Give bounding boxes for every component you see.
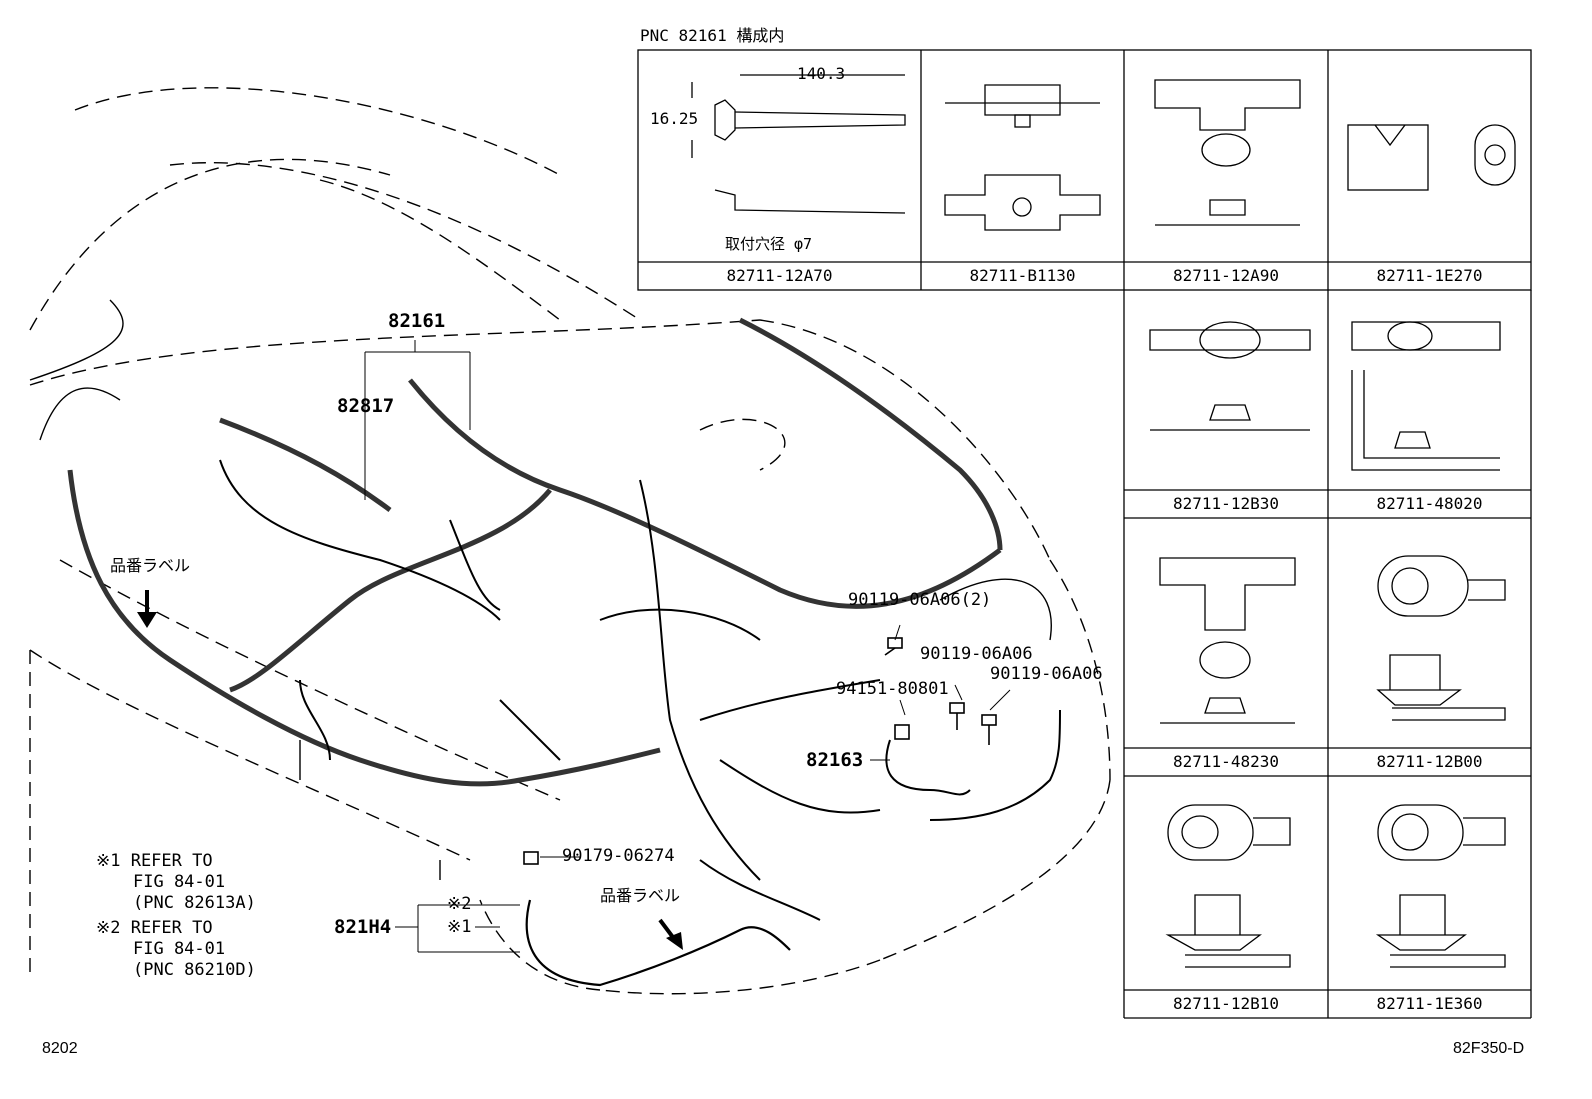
part-number: 82711-12B10 — [1173, 994, 1279, 1013]
callout-82817: 82817 — [337, 395, 395, 417]
illustration-id: 82F350-D — [1453, 1040, 1525, 1057]
vehicle-body-edges — [29, 299, 1052, 880]
part-number: 82711-12A90 — [1173, 266, 1279, 285]
mount-hole-note: 取付穴径 φ7 — [725, 235, 813, 253]
callout-82161: 82161 — [388, 310, 446, 332]
callout-nut-2: 90179-06274 — [562, 846, 675, 866]
part-number: 82711-48020 — [1376, 494, 1483, 513]
leader-lines — [364, 340, 1011, 953]
pnc-note: PNC 82161 構成内 — [640, 26, 785, 45]
clip-48020-drawing — [1351, 321, 1501, 471]
callout-bolt-3: 90119-06A06 — [990, 664, 1103, 684]
callout-bolt-1: 90119-06A06(2) — [848, 590, 992, 610]
part-number: 82711-12B30 — [1173, 494, 1279, 513]
part-number: 82711-48230 — [1173, 752, 1279, 771]
clip-12B00-drawing — [1376, 555, 1506, 721]
note-2-line-1: ※2 REFER TO — [96, 918, 213, 938]
clip-12B30-drawing — [1149, 321, 1311, 431]
note-1-line-2: FIG 84-01 — [133, 872, 226, 892]
clip-table-grid — [637, 49, 1532, 1019]
clip-12A90-drawing — [1154, 79, 1301, 226]
fasteners — [523, 637, 997, 865]
note-2-line-3: (PNC 86210D) — [133, 960, 256, 980]
callout-82163: 82163 — [806, 749, 864, 771]
dimension-width: 16.25 — [650, 109, 699, 128]
dimension-length: 140.3 — [797, 64, 846, 83]
clip-B1130-drawing — [944, 84, 1101, 231]
callout-821H4: 821H4 — [334, 916, 392, 938]
clip-1E270-drawing — [1347, 124, 1516, 191]
clip-1E360-drawing — [1375, 804, 1506, 968]
harness-82163 — [885, 739, 971, 796]
figure-number: 8202 — [42, 1040, 78, 1057]
part-number: 82711-1E270 — [1376, 266, 1483, 285]
clip-48230-drawing — [1159, 557, 1296, 724]
label-position-bottom: 品番ラベル — [600, 886, 681, 905]
part-number: 82711-12B00 — [1376, 752, 1483, 771]
part-number: 82711-1E360 — [1376, 994, 1483, 1013]
clip-12B10-drawing — [1165, 804, 1291, 968]
ref-mark-1: ※1 — [447, 917, 472, 937]
label-position-left: 品番ラベル — [110, 556, 191, 575]
harness-821H4 — [525, 899, 791, 987]
clip-12A70-drawing — [691, 74, 906, 214]
harness-branches — [219, 459, 1061, 921]
note-2-line-2: FIG 84-01 — [133, 939, 226, 959]
callout-bolt-2: 90119-06A06 — [920, 644, 1033, 664]
note-1-line-1: ※1 REFER TO — [96, 851, 213, 871]
ref-mark-2: ※2 — [447, 894, 472, 914]
part-number: 82711-B1130 — [969, 266, 1076, 285]
vehicle-body-outline — [29, 87, 1111, 995]
note-1-line-3: (PNC 82613A) — [133, 893, 256, 913]
callout-nut: 94151-80801 — [836, 679, 949, 699]
harness-82161 — [67, 317, 1003, 787]
part-number: 82711-12A70 — [726, 266, 833, 285]
